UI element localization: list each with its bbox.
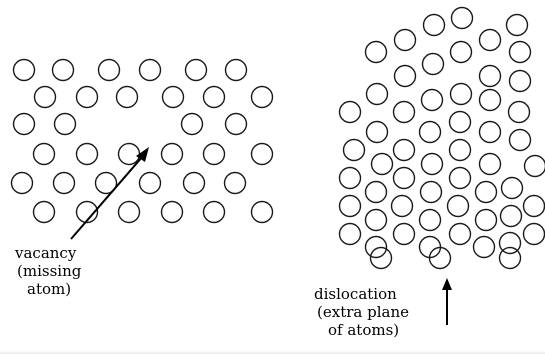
atom (524, 224, 545, 245)
atom (501, 206, 522, 227)
atom (509, 102, 530, 123)
atom (184, 173, 205, 194)
atom (510, 71, 531, 92)
atom (226, 60, 247, 81)
atom (524, 196, 545, 217)
dislocation-label-line-2: (extra plane (317, 303, 409, 321)
atom (451, 84, 472, 105)
atom (394, 102, 415, 123)
atom (77, 87, 98, 108)
atom (119, 144, 140, 165)
atom (344, 140, 365, 161)
atom (35, 87, 56, 108)
atom (140, 173, 161, 194)
atom (55, 114, 76, 135)
atom (502, 178, 523, 199)
atom (474, 237, 495, 258)
atom (421, 182, 442, 203)
atom (366, 42, 387, 63)
dislocation-label-line-3: of atoms) (328, 321, 409, 339)
vacancy-label-line-3: atom) (27, 280, 81, 298)
atom (340, 196, 361, 217)
atom (340, 224, 361, 245)
atom (476, 182, 497, 203)
atom (225, 173, 246, 194)
atom (162, 202, 183, 223)
atom (480, 30, 501, 51)
atom (480, 154, 501, 175)
atom (204, 144, 225, 165)
atom (34, 144, 55, 165)
atom (34, 202, 55, 223)
atom (163, 87, 184, 108)
atom (372, 154, 393, 175)
atom (395, 30, 416, 51)
atom (480, 90, 501, 111)
atom (420, 210, 441, 231)
atom (14, 60, 35, 81)
vacancy-lattice (12, 60, 273, 223)
vacancy-label: vacancy (missing atom) (15, 244, 81, 298)
atom (422, 154, 443, 175)
atom (367, 122, 388, 143)
atom (252, 144, 273, 165)
atom (117, 87, 138, 108)
atom (525, 156, 545, 177)
atom (480, 122, 501, 143)
atom (476, 210, 497, 231)
atom (366, 182, 387, 203)
atom (452, 8, 473, 29)
atom (182, 114, 203, 135)
atom (186, 60, 207, 81)
atom (422, 90, 443, 111)
atom (510, 130, 531, 151)
atom (371, 248, 392, 269)
atom (448, 196, 469, 217)
atom (450, 224, 471, 245)
dislocation-lattice (340, 8, 545, 269)
atom (507, 15, 528, 36)
atom (423, 54, 444, 75)
atom (394, 168, 415, 189)
atom (340, 102, 361, 123)
atom (451, 42, 472, 63)
atom (204, 202, 225, 223)
atom (162, 144, 183, 165)
atom (12, 173, 33, 194)
atom (480, 66, 501, 87)
atom (252, 87, 273, 108)
atom (252, 202, 273, 223)
atom (450, 140, 471, 161)
atom (340, 168, 361, 189)
atom (54, 173, 75, 194)
atom (367, 84, 388, 105)
atom (366, 210, 387, 231)
vacancy-label-line-1: vacancy (15, 244, 81, 262)
atom (424, 15, 445, 36)
atom (450, 112, 471, 133)
vacancy-label-line-2: (missing (17, 262, 81, 280)
atom (204, 87, 225, 108)
atom (420, 122, 441, 143)
atom (140, 60, 161, 81)
atom (14, 114, 35, 135)
atom (394, 140, 415, 161)
dislocation-label: dislocation (extra plane of atoms) (314, 285, 409, 339)
atom (77, 144, 98, 165)
atom (226, 114, 247, 135)
dislocation-label-line-1: dislocation (314, 285, 409, 303)
atom (392, 196, 413, 217)
atom (394, 224, 415, 245)
atom (395, 66, 416, 87)
atom (510, 42, 531, 63)
atom (450, 168, 471, 189)
atom (53, 60, 74, 81)
atom (500, 248, 521, 269)
atom (99, 60, 120, 81)
atom (366, 237, 387, 258)
dislocation-arrow (442, 278, 452, 325)
atom (119, 202, 140, 223)
